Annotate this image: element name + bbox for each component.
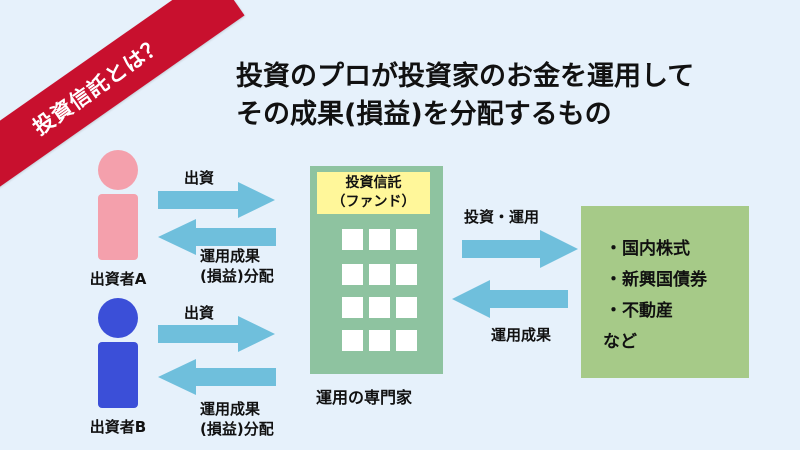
investor-a-return-label-1: 運用成果: [200, 247, 261, 265]
arrow-invest-b: [158, 316, 275, 352]
building-window: [369, 297, 390, 318]
asset-item: ・不動産: [605, 301, 673, 321]
investor-b-return-label-1: 運用成果: [200, 400, 261, 418]
building-window: [396, 330, 417, 351]
fund-label-line-1: 投資信託: [345, 175, 402, 191]
arrow-return-b: [158, 359, 276, 395]
invest-flow-label: 投資・運用: [464, 208, 540, 226]
fund-label: 投資信託 （ファンド）: [317, 172, 430, 214]
return-flow-label: 運用成果: [491, 326, 552, 344]
investor-b-head-icon: [98, 298, 138, 338]
investor-b-name: 出資者B: [89, 418, 147, 436]
building-window: [342, 330, 363, 351]
building-window: [396, 297, 417, 318]
building-window: [369, 330, 390, 351]
headline: 投資のプロが投資家のお金を運用して その成果(損益)を分配するもの: [236, 58, 694, 134]
investor-b-invest-label: 出資: [184, 304, 215, 322]
fund-caption: 運用の専門家: [316, 388, 413, 407]
asset-item: ・国内株式: [605, 239, 690, 259]
arrow-return-a: [158, 219, 276, 255]
asset-etc: など: [603, 332, 637, 352]
asset-item: ・新興国債券: [605, 270, 707, 290]
headline-line-2: その成果(損益)を分配するもの: [236, 99, 612, 130]
investor-a-return-label-2: (損益)分配: [200, 267, 274, 285]
investor-a-body-icon: [98, 194, 138, 260]
building-window: [369, 264, 390, 285]
building-window: [342, 297, 363, 318]
investor-a-head-icon: [98, 150, 138, 190]
arrow-invest-assets: [462, 230, 578, 268]
building-window: [369, 229, 390, 250]
fund-label-line-2: （ファンド）: [331, 194, 416, 210]
building-window: [396, 229, 417, 250]
building-window: [342, 264, 363, 285]
investor-a-name: 出資者A: [89, 270, 147, 288]
assets-box: [581, 206, 749, 378]
investor-b-return-label-2: (損益)分配: [200, 420, 274, 438]
building-window: [342, 229, 363, 250]
arrow-return-fund: [452, 280, 568, 318]
investor-a-invest-label: 出資: [184, 169, 215, 187]
building-window: [396, 264, 417, 285]
arrow-invest-a: [158, 182, 275, 218]
investor-b-body-icon: [98, 342, 138, 408]
headline-line-1: 投資のプロが投資家のお金を運用して: [236, 61, 695, 92]
